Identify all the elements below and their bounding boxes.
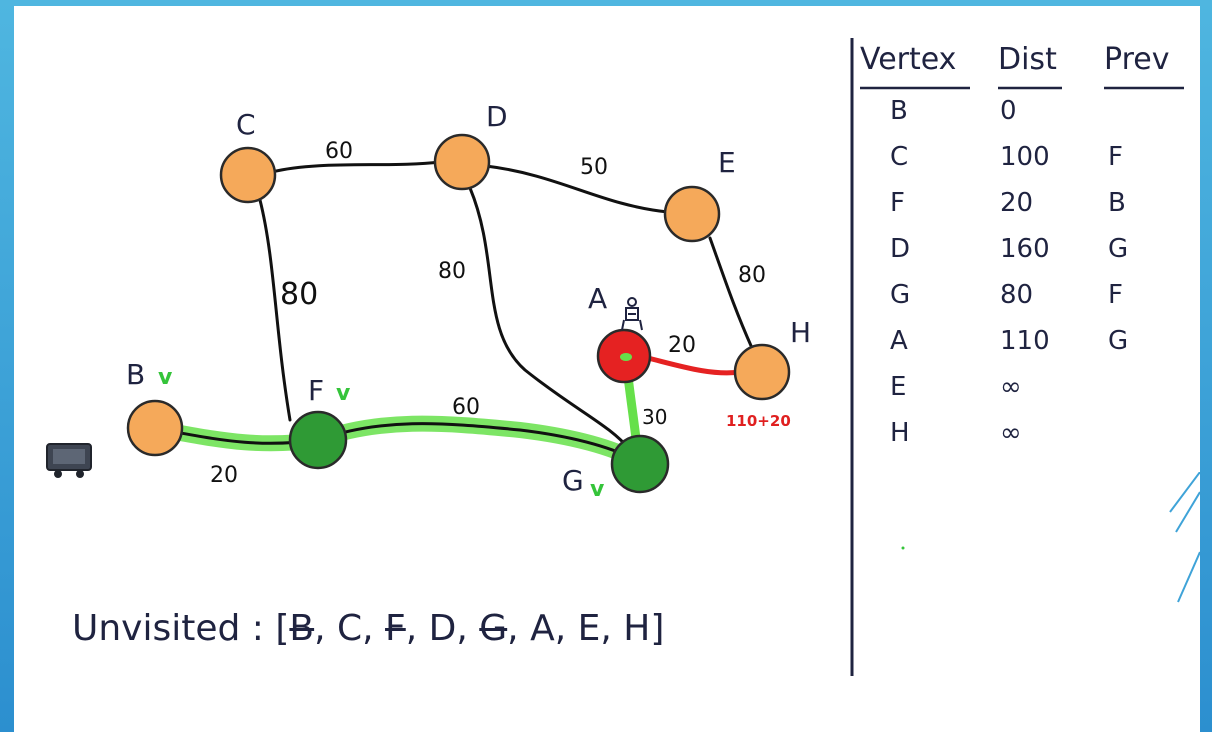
weight-a-h: 20 xyxy=(668,333,696,358)
calculation-note: 110+20 xyxy=(726,412,791,430)
cell-vertex: D xyxy=(890,234,911,264)
edge-c-d xyxy=(270,160,442,174)
cell-dist: 100 xyxy=(1000,142,1050,172)
unvisited-list: Unvisited : [B, C, F, D, G, A, E, H] xyxy=(72,608,664,649)
unvisited-item: A xyxy=(530,608,555,649)
node-h xyxy=(733,343,791,401)
label-h: H xyxy=(790,316,811,349)
weight-d-g: 80 xyxy=(438,259,466,284)
cell-vertex: A xyxy=(890,326,908,356)
corner-decoration xyxy=(1169,472,1200,603)
cell-dist: ∞ xyxy=(1000,418,1022,448)
edge-f-g xyxy=(316,422,642,464)
path-highlight xyxy=(167,363,648,470)
cell-vertex: G xyxy=(890,280,911,310)
weight-f-g: 60 xyxy=(452,395,480,420)
edge-e-h xyxy=(708,236,754,350)
unvisited-separator: , xyxy=(600,608,624,649)
unvisited-item: D xyxy=(428,608,457,649)
check-f: v xyxy=(336,381,351,406)
cell-prev: G xyxy=(1108,234,1129,264)
node-c xyxy=(219,146,277,204)
edge-d-g xyxy=(468,186,632,452)
unvisited-item: E xyxy=(577,608,601,649)
node-d xyxy=(433,133,491,191)
unvisited-separator: , xyxy=(554,608,578,649)
node-f xyxy=(288,410,348,470)
weight-a-g: 30 xyxy=(642,405,667,429)
cell-dist: 160 xyxy=(1000,234,1050,264)
node-g xyxy=(610,434,670,494)
label-a: A xyxy=(588,282,607,315)
label-e: E xyxy=(718,146,736,179)
unvisited-separator: , xyxy=(405,608,429,649)
node-a-marker xyxy=(620,353,632,361)
label-d: D xyxy=(486,100,508,133)
cell-prev: F xyxy=(1108,280,1123,310)
edge-d-e xyxy=(484,164,670,214)
header-prev: Prev xyxy=(1104,42,1170,77)
label-b: B xyxy=(126,358,145,391)
unvisited-item: C xyxy=(337,608,363,649)
cell-dist: ∞ xyxy=(1000,372,1022,402)
graph-nodes xyxy=(126,133,791,494)
node-e xyxy=(663,185,721,243)
header-dist: Dist xyxy=(998,42,1057,77)
node-labels: C D E H A B F G v v v xyxy=(126,100,811,502)
unvisited-items: B, C, F, D, G, A, E, H xyxy=(289,608,650,649)
weight-c-f: 80 xyxy=(280,277,318,312)
weight-e-h: 80 xyxy=(738,263,766,288)
toolbar-icon xyxy=(46,443,92,478)
cell-prev: G xyxy=(1108,326,1129,356)
unvisited-item: H xyxy=(623,608,651,649)
cell-vertex: E xyxy=(890,372,907,402)
weight-d-e: 50 xyxy=(580,155,608,180)
cell-vertex: F xyxy=(890,188,905,218)
unvisited-separator: , xyxy=(314,608,337,649)
unvisited-item: B xyxy=(289,608,315,649)
unvisited-separator: , xyxy=(362,608,386,649)
unvisited-item: G xyxy=(479,608,508,649)
unvisited-close: ] xyxy=(650,608,665,649)
edge-a-h xyxy=(645,355,743,376)
weight-b-f: 20 xyxy=(210,463,238,488)
cell-vertex: C xyxy=(890,142,909,172)
label-f: F xyxy=(308,374,324,407)
label-g: G xyxy=(562,464,584,497)
unvisited-label: Unvisited : [ xyxy=(72,608,290,649)
cell-vertex: H xyxy=(890,418,910,448)
graph-edges xyxy=(173,160,754,464)
header-vertex: Vertex xyxy=(860,42,957,77)
green-dot xyxy=(901,546,905,550)
label-c: C xyxy=(236,108,256,141)
cell-dist: 80 xyxy=(1000,280,1034,310)
check-b: v xyxy=(158,365,173,390)
cell-dist: 0 xyxy=(1000,96,1017,126)
robot-icon xyxy=(621,297,643,331)
unvisited-separator: , xyxy=(507,608,531,649)
weight-c-d: 60 xyxy=(325,139,353,164)
cell-prev: B xyxy=(1108,188,1126,218)
check-g: v xyxy=(590,477,605,502)
node-b xyxy=(126,399,184,457)
unvisited-item: F xyxy=(385,608,406,649)
edge-weights: 60 50 80 80 80 20 30 20 60 110+20 xyxy=(210,139,791,488)
cell-prev: F xyxy=(1108,142,1123,172)
edge-c-f xyxy=(258,198,292,422)
cell-dist: 20 xyxy=(1000,188,1034,218)
unvisited-separator: , xyxy=(456,608,480,649)
cell-vertex: B xyxy=(890,96,908,126)
cell-dist: 110 xyxy=(1000,326,1050,356)
